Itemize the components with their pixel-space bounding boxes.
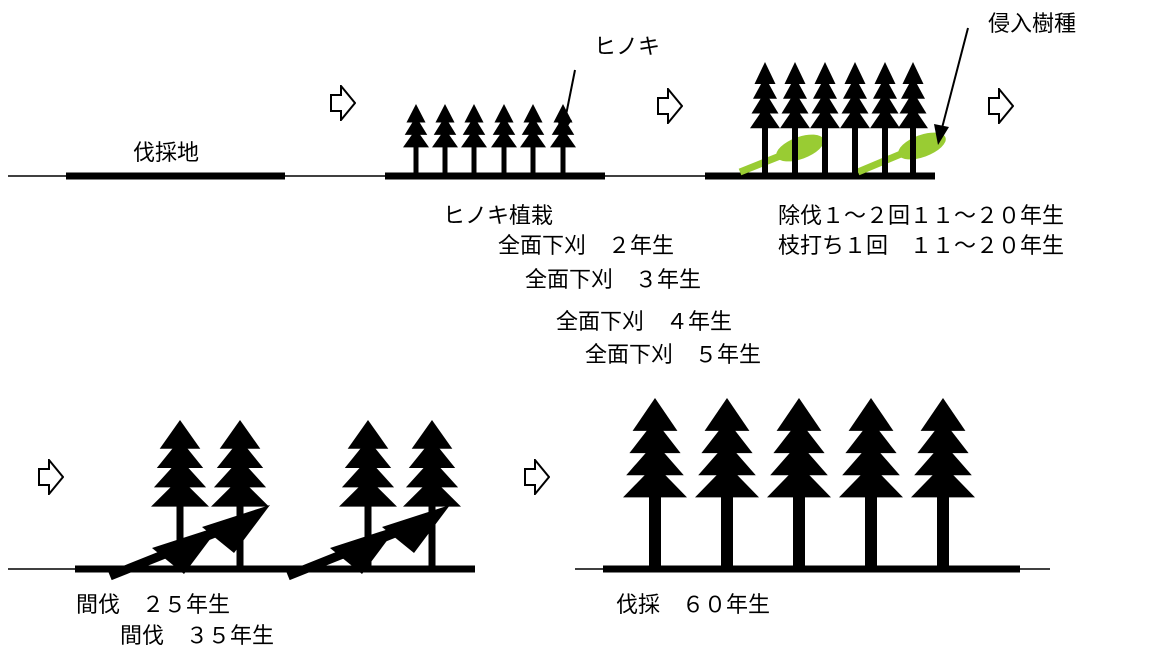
mature-trees: [623, 398, 975, 569]
pointer-arrows: [557, 27, 969, 145]
hinoki-pointer-label: ヒノキ: [594, 35, 661, 60]
conifer-tree-icon: [403, 104, 429, 176]
planting-line-4: 全面下刈 ４年生: [556, 310, 733, 335]
thinning-line-2: 間伐 ３５年生: [120, 624, 275, 649]
planting-line-5: 全面下刈 ５年生: [585, 343, 762, 368]
clearcut-label: 伐採地: [133, 141, 200, 166]
hollow-right-arrow-icon: [988, 88, 1014, 124]
planting-line-2: 全面下刈 ２年生: [498, 234, 675, 259]
hollow-right-arrow-icon: [524, 459, 550, 495]
conifer-tree-icon: [623, 398, 687, 569]
hollow-right-arrow-icon: [657, 88, 683, 124]
conifer-tree-icon: [432, 104, 458, 176]
broadleaf-invader-icon: [856, 132, 946, 176]
conifer-tree-icon: [211, 420, 269, 569]
planting-line-1: ヒノキ植栽: [443, 204, 554, 229]
conifer-tree-icon: [520, 104, 546, 176]
conifer-tree-icon: [461, 104, 487, 176]
conifer-tree-icon: [491, 104, 517, 176]
conifer-tree-icon: [695, 398, 759, 569]
invader-pointer-line: [941, 27, 969, 129]
invader-pointer-label: 侵入樹種: [988, 12, 1077, 37]
harvest-label: 伐採 ６０年生: [616, 593, 771, 618]
conifer-tree-icon: [840, 62, 870, 176]
conifer-tree-icon: [339, 420, 397, 569]
hinoki-pointer-line: [564, 69, 576, 121]
hinoki-pointer-head: [557, 117, 572, 136]
hollow-right-arrow-icon: [38, 459, 64, 495]
conifer-tree-icon: [550, 104, 576, 176]
conifer-tree-icon: [151, 420, 209, 569]
conifer-tree-icon: [767, 398, 831, 569]
conifer-tree-icon: [750, 62, 780, 176]
invader-pointer-head: [934, 124, 949, 145]
conifer-tree-icon: [898, 62, 928, 176]
hollow-right-arrow-icon: [330, 85, 356, 121]
planting-line-3: 全面下刈 ３年生: [525, 268, 702, 293]
conifer-tree-icon: [839, 398, 903, 569]
young-hinoki-trees: [750, 62, 928, 176]
conifer-tree-icon: [780, 62, 810, 176]
weeding-line-1: 除伐１〜２回１１〜２０年生: [778, 204, 1065, 229]
invader-shrubs: [738, 132, 946, 176]
conifer-tree-icon: [870, 62, 900, 176]
conifer-tree-icon: [911, 398, 975, 569]
thinning-line-1: 間伐 ２５年生: [76, 593, 231, 618]
hinoki-seedlings: [403, 104, 576, 176]
felled-trees: [110, 505, 450, 576]
broadleaf-invader-icon: [738, 134, 824, 176]
conifer-tree-icon: [810, 62, 840, 176]
weeding-line-2: 枝打ち１回 １１〜２０年生: [778, 234, 1065, 259]
